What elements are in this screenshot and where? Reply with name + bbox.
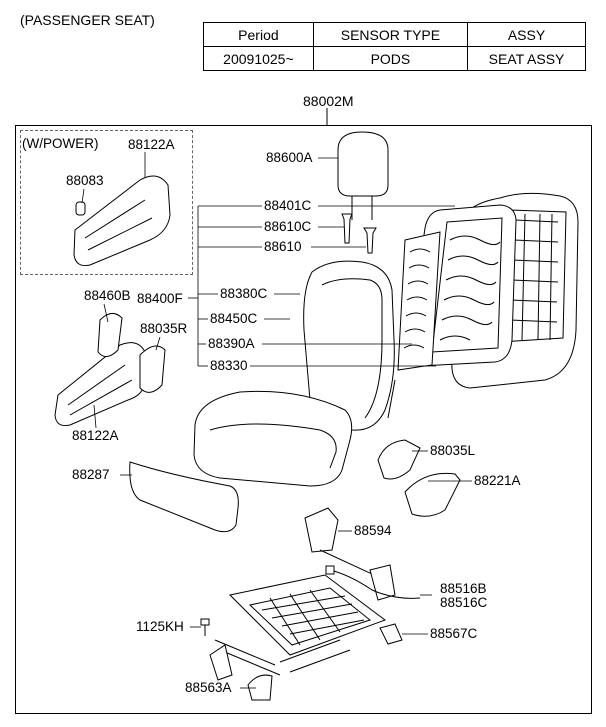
part-label-88610c: 88610C [264,219,312,234]
table-header-row: Period SENSOR TYPE ASSY [203,22,586,47]
part-label-88516b: 88516B [440,581,487,596]
spec-table: Period SENSOR TYPE ASSY 20091025~ PODS S… [203,22,586,71]
part-label-88516c: 88516C [440,595,488,610]
clip-drawing [379,623,403,645]
leader-lines [81,152,472,689]
seat-track-drawing [209,574,387,681]
header-assy: ASSY [467,22,586,47]
part-label-88400f: 88400F [137,291,183,306]
bolt-drawing [200,618,210,636]
part-label-88594: 88594 [354,523,392,538]
part-label-88221a: 88221A [474,473,521,488]
part-label-88035r: 88035R [140,321,188,336]
assembly-number: 88002M [303,93,354,109]
power-group-box [20,130,193,275]
diagram-title: (PASSENGER SEAT) [20,12,155,28]
headrest-guides-drawing [341,213,377,254]
harness-drawing [325,565,421,599]
part-label-88401c: 88401C [264,198,312,213]
part-label-88600a: 88600A [266,150,313,165]
headrest-drawing [337,131,389,220]
back-pad-drawing [397,231,441,371]
part-label-88035l: 88035L [430,443,476,458]
table-row: 20091025~ PODS SEAT ASSY [203,46,586,71]
cushion-drawing [193,390,353,487]
side-covers-drawing [377,439,461,517]
part-label-88610: 88610 [264,239,302,254]
cell-assy: SEAT ASSY [467,46,586,71]
power-group-label: (W/POWER) [22,136,99,151]
part-label-88450c: 88450C [210,311,258,326]
part-label-88287: 88287 [72,467,110,482]
part-label-88390a: 88390A [208,336,255,351]
cell-period: 20091025~ [203,46,314,71]
part-label-88563a: 88563A [185,680,232,695]
cell-sensor-type: PODS [312,46,469,71]
back-cover-drawing [303,260,396,431]
part-label-88567c: 88567C [430,626,478,641]
diagram-frame [15,125,592,714]
track-cover-drawing [247,674,273,701]
motor-drawing [304,507,396,601]
part-label-88083: 88083 [66,173,104,188]
front-trim-drawing [129,461,239,533]
part-label-88380c: 88380C [220,286,268,301]
part-label-1125kh: 1125KH [136,619,184,634]
header-sensor-type: SENSOR TYPE [312,22,469,47]
part-label-88122a-bottom: 88122A [72,428,119,443]
part-label-88122a-top: 88122A [128,137,175,152]
part-label-88330: 88330 [210,358,248,373]
recliner-cover-drawing [54,175,171,426]
part-label-88460b: 88460B [84,288,131,303]
header-period: Period [203,22,314,47]
